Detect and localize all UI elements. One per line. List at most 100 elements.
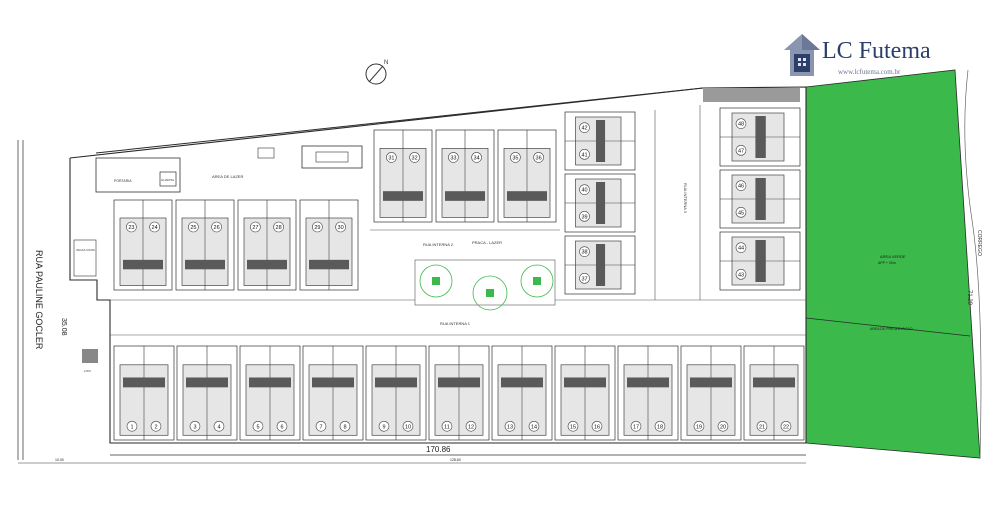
unit-number: 34 [474, 155, 480, 161]
unit-stair [690, 377, 732, 388]
unit-number: 24 [152, 225, 158, 231]
area-verde-label: AREA VERDE [880, 254, 906, 259]
unit-number: 38 [581, 250, 587, 256]
unit-number: 13 [507, 424, 513, 430]
unit-number-circle [630, 420, 642, 432]
unit-number: 28 [276, 225, 282, 231]
unit-number-circle [315, 420, 327, 432]
lixo-box [82, 349, 98, 363]
unit-number: 22 [783, 424, 789, 430]
unit-number-circle [567, 420, 579, 432]
unit-number-circle [654, 420, 666, 432]
unit-number: 5 [256, 424, 259, 430]
unit-number-circle [252, 420, 264, 432]
tree-icon [472, 275, 508, 311]
lot-boundary [69, 86, 807, 444]
unit-number: 43 [738, 272, 744, 278]
svg-text:N: N [384, 60, 388, 66]
unit-number-circle [735, 269, 747, 280]
unit-number: 19 [696, 424, 702, 430]
dim-left-small: 10.00 [55, 458, 64, 462]
unit-pair: 33 34 [435, 129, 495, 223]
house-logo-icon [784, 34, 820, 76]
lixo-label: LIXO [84, 369, 92, 373]
unit-number-circle [335, 221, 346, 233]
unit-number: 27 [252, 225, 258, 231]
unit-number-circle [528, 420, 540, 432]
unit-number-circle [378, 420, 390, 432]
unit-number: 33 [450, 155, 456, 161]
unit-number-circle [441, 420, 453, 432]
unit-stair [501, 377, 543, 388]
area-verde-divider [805, 317, 971, 337]
guarita-label: GUARITA [161, 178, 174, 182]
unit-number-circle [735, 207, 747, 218]
unit-number-circle [510, 152, 521, 163]
unit-number-circle [579, 246, 590, 257]
unit-number: 23 [128, 225, 134, 231]
unit-number-circle [735, 145, 747, 156]
unit-stair [309, 259, 349, 270]
unit-number: 44 [738, 246, 744, 252]
unit-number: 12 [468, 424, 474, 430]
unit-number: 14 [531, 424, 537, 430]
unit-number: 46 [738, 184, 744, 190]
unit-stair [755, 240, 766, 282]
unit-stair [627, 377, 669, 388]
unit-stair [753, 377, 795, 388]
dim-right: 71.29 [966, 290, 972, 306]
unit-number: 26 [214, 225, 220, 231]
unit-stair [507, 191, 547, 201]
unit-stair [595, 182, 606, 224]
unit-number-circle [312, 221, 323, 233]
unit-number-circle [150, 420, 162, 432]
vagas-label: VAGAS VISITA [76, 248, 95, 252]
unit-number: 21 [759, 424, 765, 430]
vagas-block [73, 239, 97, 277]
unit-stair [564, 377, 606, 388]
unit-number-circle [465, 420, 477, 432]
pool-inner [315, 151, 349, 163]
unit-number: 7 [319, 424, 322, 430]
unit-stair [375, 377, 417, 388]
unit-pair: 13 14 [491, 345, 553, 441]
unit-number: 3 [193, 424, 196, 430]
unit-number-circle [149, 221, 160, 233]
unit-number-circle [448, 152, 459, 163]
unit-number-circle [273, 221, 284, 233]
unit-number: 8 [343, 424, 346, 430]
unit-stair [383, 191, 423, 201]
unit-stair [247, 259, 287, 270]
pool [301, 145, 363, 169]
unit-number: 32 [412, 155, 418, 161]
unit-number-circle [579, 184, 590, 195]
unit-stair [755, 178, 766, 220]
rua-interna-3-label: RUA INTERNA 3 [683, 183, 688, 214]
unit-number: 1 [130, 424, 133, 430]
unit-stair [445, 191, 485, 201]
unit-stair [595, 244, 606, 286]
portaria-block [95, 157, 181, 193]
unit-number: 42 [581, 126, 587, 132]
stream-line [964, 69, 982, 459]
praca-label: PRACA - LAZER [472, 240, 502, 245]
unit-number: 10 [405, 424, 411, 430]
unit-number: 35 [512, 155, 518, 161]
unit-number-circle [735, 118, 747, 129]
unit-number-circle [213, 420, 225, 432]
